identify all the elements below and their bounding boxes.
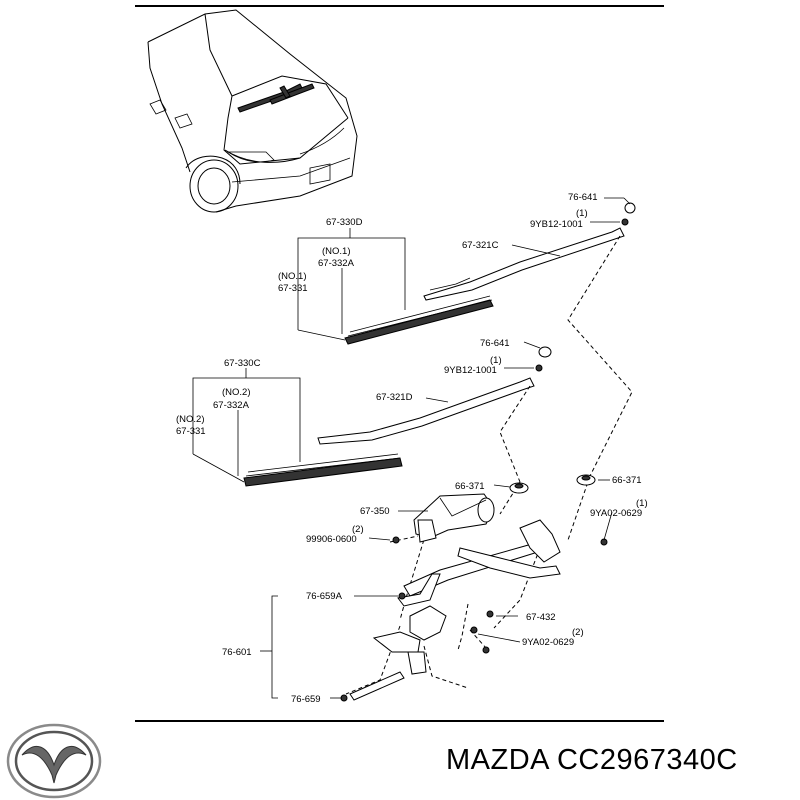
label-blade-set-top: 67-330D (326, 217, 363, 228)
callout-brackets (192, 197, 631, 699)
label-bolt-left: 99906-0600 (306, 534, 357, 545)
label-rubber-top-qty: (NO.1) (322, 246, 351, 257)
car-illustration (147, 9, 358, 213)
label-cap-mid: 76-641 (480, 338, 510, 349)
label-nut-top-qty: (1) (576, 208, 588, 219)
label-rubber-mid-qty: (NO.2) (222, 387, 251, 398)
label-nut-small: 67-432 (526, 612, 556, 623)
label-bolt-bottom-qty: (2) (572, 627, 584, 638)
label-motor: 67-350 (360, 506, 390, 517)
callout-labels: 76-641 (1) 9YB12-1001 67-321C 67-330D (N… (176, 192, 648, 705)
label-seal-left: 66-371 (455, 481, 485, 492)
label-link-b: 76-659 (291, 694, 321, 705)
label-blade-mid: 67-331 (176, 426, 206, 437)
dashed-leaders (345, 235, 633, 695)
label-nut-top: 9YB12-1001 (530, 219, 583, 230)
label-link-a: 76-659A (306, 591, 343, 602)
label-bolt-bottom: 9YA02-0629 (522, 637, 574, 648)
motor-linkage (340, 493, 608, 702)
label-bolt-right: 9YA02-0629 (590, 508, 642, 519)
label-arm-mid: 67-321D (376, 392, 413, 403)
label-cap-top: 76-641 (568, 192, 598, 203)
label-nut-mid: 9YB12-1001 (444, 365, 497, 376)
label-arm-top: 67-321C (462, 240, 499, 251)
mazda-logo-icon (6, 723, 102, 799)
middle-wiper-assembly (243, 346, 552, 487)
brand-part-number: MAZDA CC2967340C (446, 744, 738, 776)
label-blade-top-qty: (NO.1) (278, 271, 307, 282)
top-wiper-assembly (344, 202, 636, 345)
label-bolt-left-qty: (2) (352, 524, 364, 535)
label-blade-top: 67-331 (278, 283, 308, 294)
label-rubber-mid: 67-332A (213, 400, 250, 411)
label-bolt-right-qty: (1) (636, 498, 648, 509)
label-nut-mid-qty: (1) (490, 355, 502, 366)
label-rubber-top: 67-332A (318, 258, 355, 269)
label-blade-set-mid: 67-330C (224, 358, 261, 369)
label-linkage: 76-601 (222, 647, 252, 658)
seals (509, 474, 596, 494)
label-blade-mid-qty: (NO.2) (176, 414, 205, 425)
label-seal-right: 66-371 (612, 475, 642, 486)
